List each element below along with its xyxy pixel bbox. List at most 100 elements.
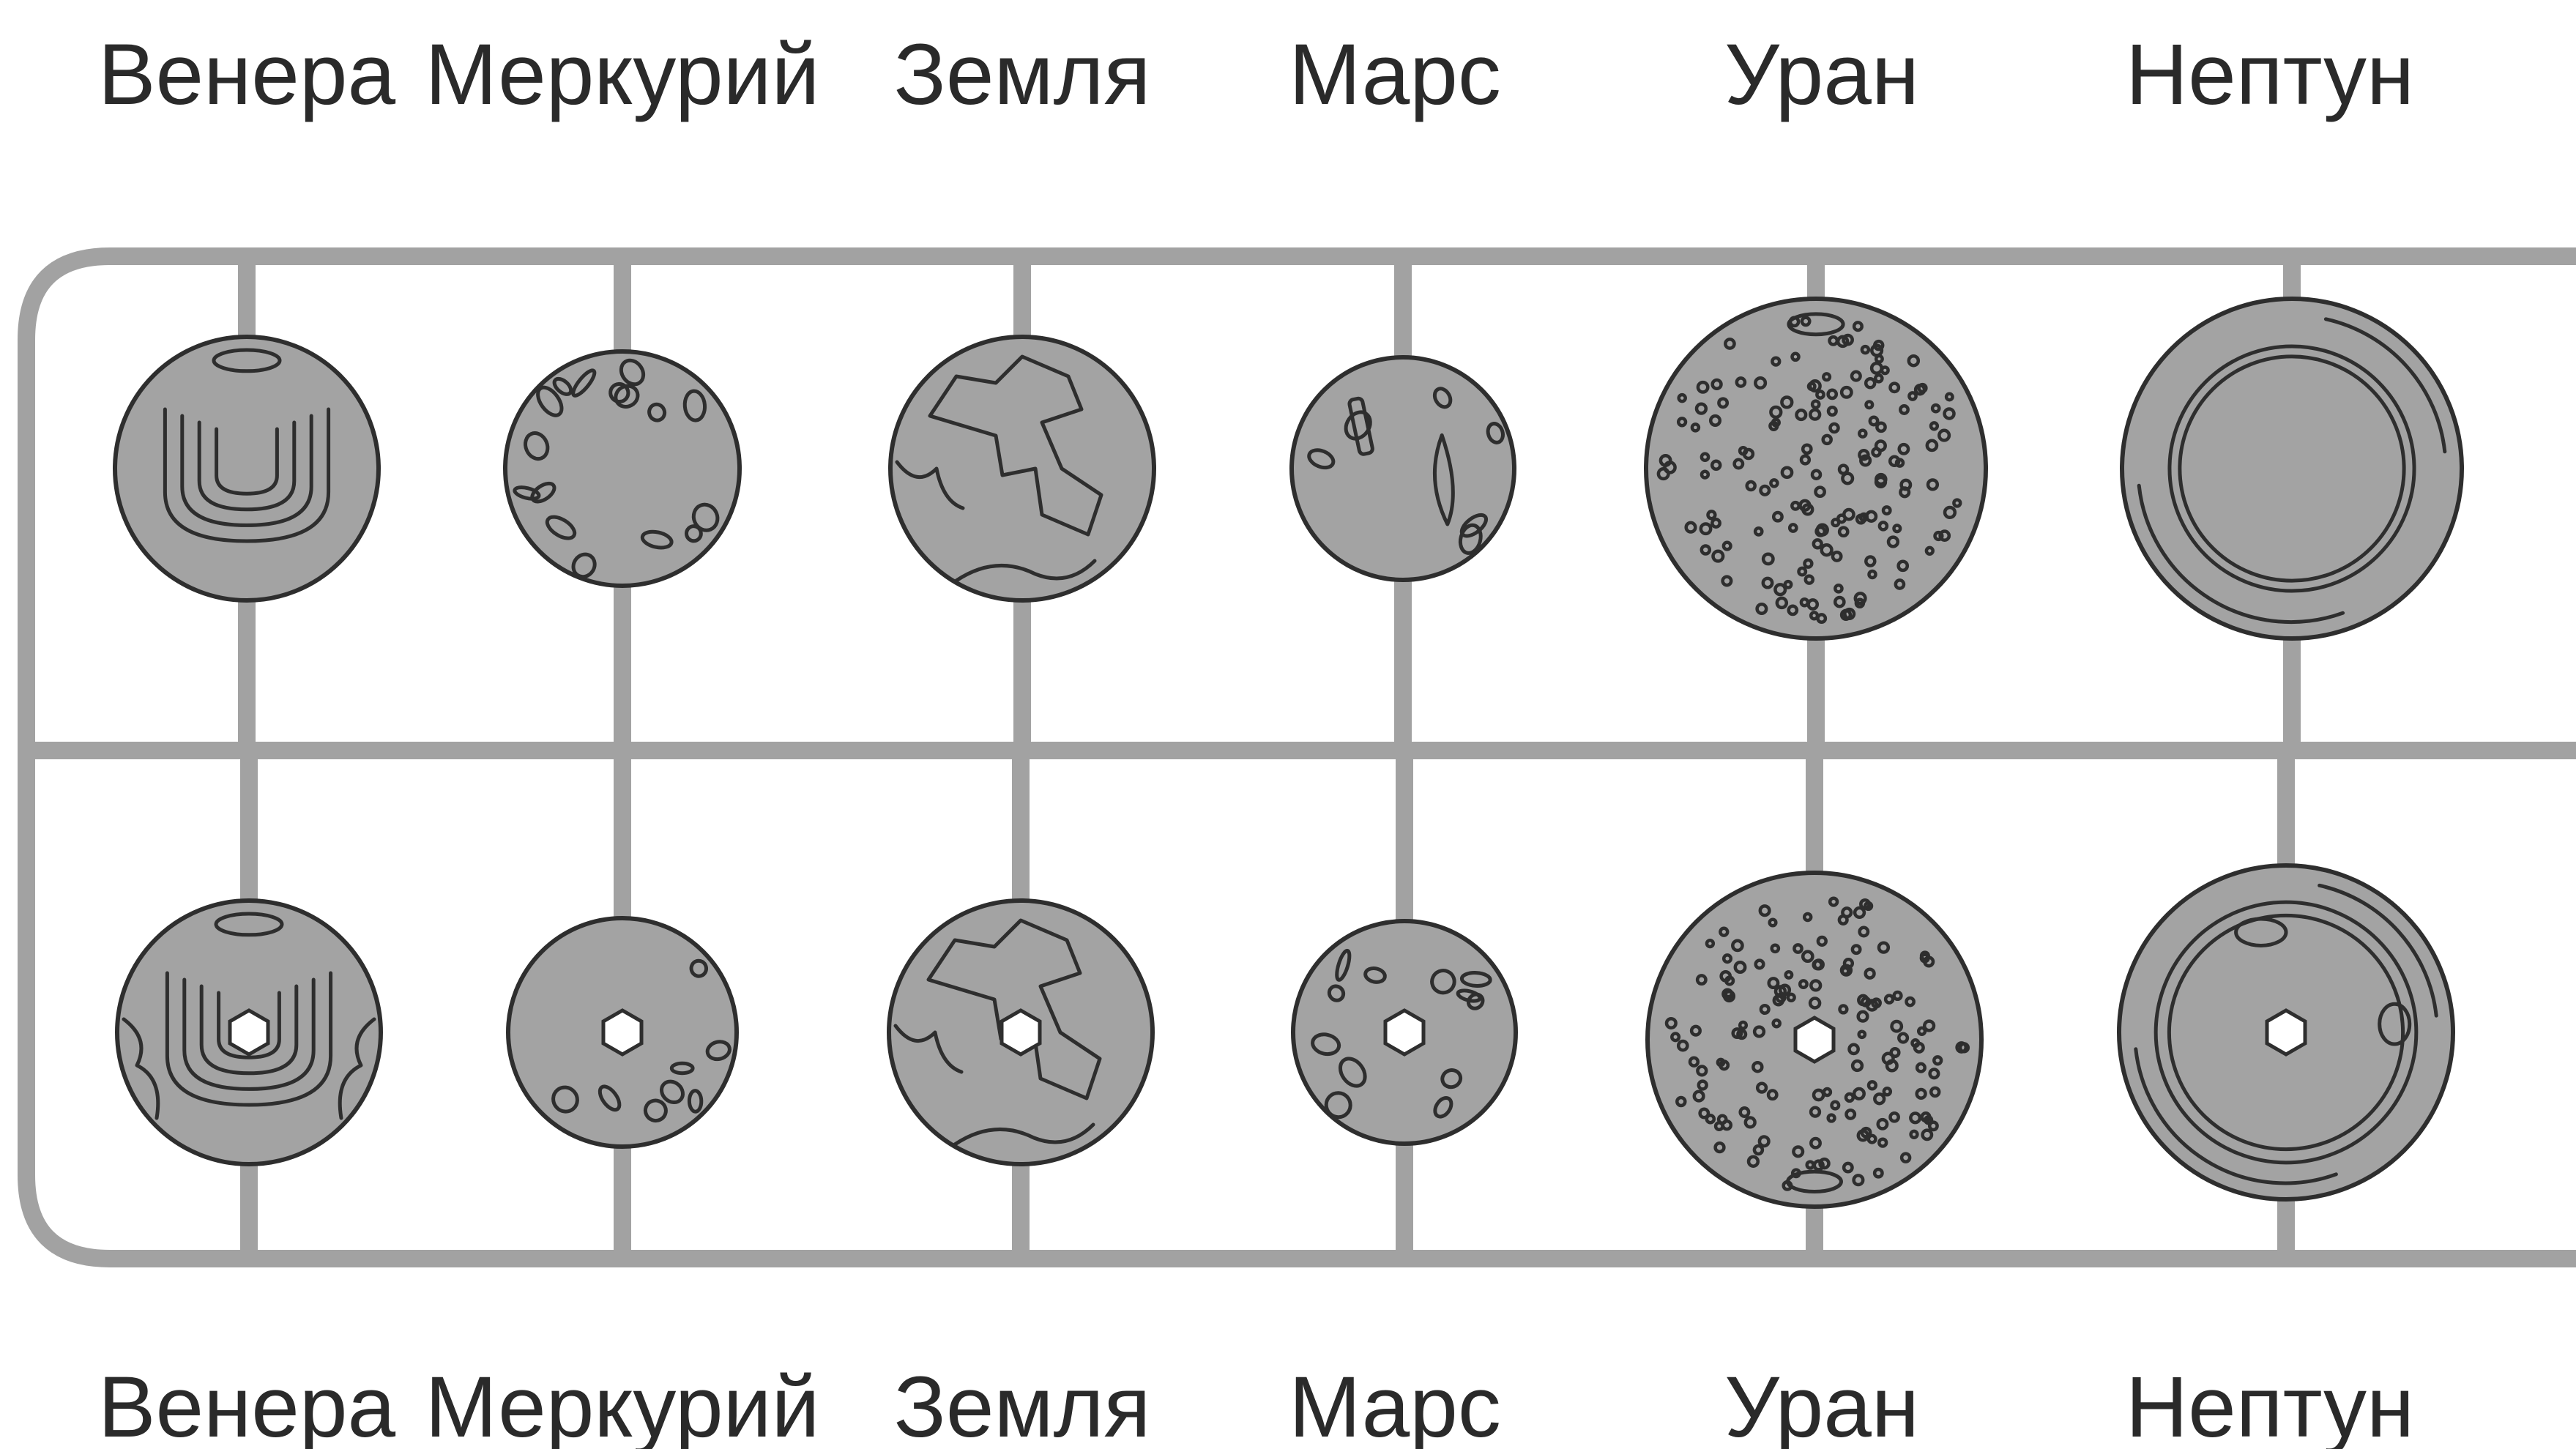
band-detail — [215, 427, 279, 496]
spot-detail — [1770, 943, 1781, 954]
crater-detail — [1456, 988, 1482, 1003]
spot-detail — [1876, 1117, 1889, 1130]
spot-detail — [1888, 1111, 1900, 1123]
spot-detail — [1802, 912, 1813, 923]
spot-detail — [1873, 1092, 1886, 1106]
canyon-detail — [1347, 396, 1374, 456]
spot-detail — [1836, 513, 1847, 524]
crater-detail — [536, 385, 564, 417]
spot-detail — [1710, 378, 1723, 391]
spot-detail — [1899, 1152, 1912, 1163]
spot-detail — [1847, 1043, 1860, 1056]
spot-detail — [1812, 958, 1825, 971]
spot-detail — [1743, 1116, 1757, 1129]
coast-detail — [954, 559, 1097, 583]
crater-detail — [1432, 387, 1453, 409]
spot-detail — [1925, 439, 1939, 452]
spot-detail — [1698, 1107, 1710, 1120]
crater-detail — [1459, 971, 1492, 988]
spot-detail — [1753, 526, 1764, 537]
crater-detail — [1311, 1032, 1341, 1057]
bottom-label-neptune: Нептун — [2126, 1359, 2414, 1449]
spot-detail — [1717, 397, 1730, 409]
spot-detail — [1929, 1086, 1941, 1098]
spot-detail — [1713, 1121, 1724, 1132]
spot-detail — [1892, 524, 1902, 534]
spot-detail — [1710, 459, 1722, 472]
ring-detail — [2167, 913, 2405, 1152]
spot-detail — [1881, 1051, 1895, 1065]
disc-body — [888, 335, 1156, 603]
spot-detail — [1705, 938, 1716, 949]
spot-detail — [1721, 540, 1732, 551]
spot-detail — [1814, 525, 1827, 537]
spot-detail — [1850, 944, 1862, 956]
spot-detail — [1944, 392, 1954, 402]
bottom-label-venus: Венера — [98, 1359, 396, 1449]
spot-detail — [1866, 1080, 1878, 1091]
spot-detail — [1860, 344, 1871, 355]
planet-disc-uranus-bottom — [1645, 871, 1984, 1209]
spot-detail — [1923, 1115, 1934, 1125]
spot-detail — [1800, 316, 1812, 327]
crater-detail — [571, 368, 597, 398]
coast-detail — [953, 1122, 1095, 1147]
crater-detail — [640, 529, 674, 550]
mount-hole — [2265, 1008, 2307, 1057]
band-detail — [199, 984, 299, 1076]
spot-detail — [1733, 961, 1747, 974]
ring-detail — [2154, 900, 2419, 1165]
spot-detail — [1841, 472, 1855, 485]
spot-detail — [1857, 994, 1869, 1007]
crater-detail — [1335, 948, 1352, 982]
spot-detail — [1801, 950, 1814, 964]
spot-detail — [1700, 544, 1712, 556]
spot-detail — [1705, 1113, 1716, 1125]
spot-detail — [1795, 409, 1808, 422]
spot-detail — [1670, 1032, 1681, 1043]
mount-hole — [999, 1008, 1042, 1057]
spot-detail — [1907, 391, 1918, 401]
spot-detail — [1882, 1087, 1893, 1097]
sprue-frame — [18, 247, 2576, 1267]
spot-detail — [1752, 1025, 1766, 1038]
planet-disc-uranus-top — [1644, 297, 1988, 641]
spot-detail — [1793, 943, 1803, 954]
ring-detail — [2167, 344, 2416, 593]
mount-hole — [1793, 1016, 1836, 1064]
spot-detail — [1916, 1026, 1927, 1036]
crater-detail — [598, 1084, 622, 1112]
spot-detail — [1676, 1039, 1689, 1052]
spot-detail — [1812, 538, 1823, 550]
band-detail — [2318, 883, 2438, 1018]
spot-detail — [1752, 1060, 1764, 1073]
crater-detail — [1440, 1068, 1463, 1089]
edge-detail — [122, 1017, 160, 1120]
spot-detail — [1877, 941, 1891, 954]
spot-detail — [1864, 555, 1877, 567]
cap-detail — [212, 348, 282, 373]
crater-detail — [571, 552, 597, 579]
spot-detail — [1757, 1135, 1771, 1148]
spot-detail — [1905, 996, 1916, 1007]
spot-detail — [1871, 447, 1882, 458]
spot-detail — [1877, 521, 1889, 532]
spot-detail — [1853, 906, 1866, 920]
band-detail — [2134, 1047, 2338, 1185]
spot-detail — [1713, 1141, 1726, 1154]
spot-detail — [1780, 466, 1794, 480]
spot-detail — [1759, 484, 1771, 496]
crater-detail — [552, 376, 573, 396]
spot-detail — [1907, 354, 1921, 368]
top-label-earth: Земля — [894, 26, 1151, 123]
spot-detail — [1842, 1161, 1854, 1174]
spot-detail — [1839, 608, 1853, 621]
band-detail — [217, 991, 281, 1059]
spot-detail — [1826, 405, 1838, 417]
crater-detail — [691, 502, 720, 532]
spot-detail — [1821, 433, 1833, 446]
spot-detail — [1826, 388, 1839, 401]
spot-detail — [1767, 977, 1780, 990]
spot-detail — [1809, 408, 1822, 421]
spot-detail — [1768, 420, 1779, 431]
